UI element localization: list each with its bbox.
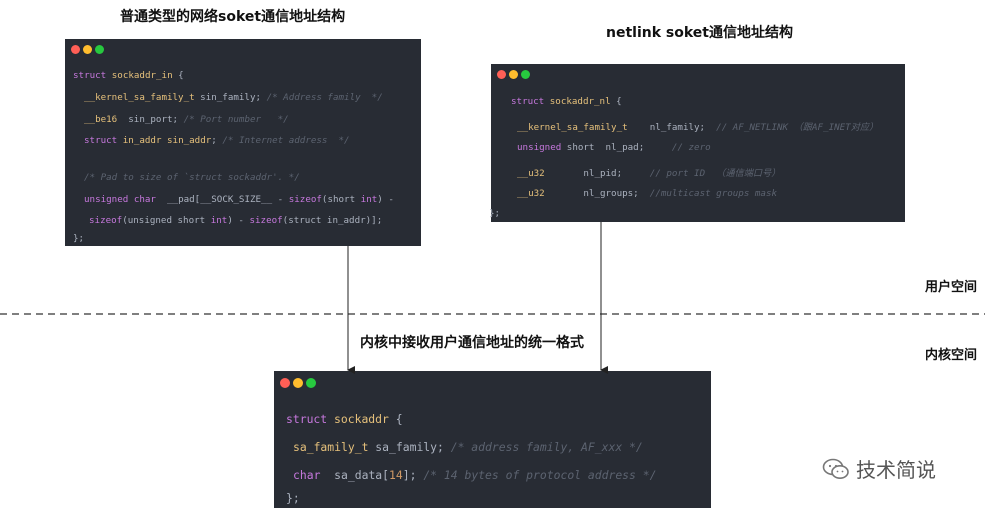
code-line: __be16 sin_port; /* Port number */ (84, 114, 289, 125)
watermark: 技术简说 (822, 454, 936, 483)
code-window-sockaddr-in: struct sockaddr_in { __kernel_sa_family_… (65, 39, 421, 246)
minimize-dot-icon (293, 378, 303, 388)
minimize-dot-icon (509, 70, 518, 79)
kernel-space-label: 内核空间 (925, 348, 978, 363)
code-line: __kernel_sa_family_t sin_family; /* Addr… (84, 92, 383, 103)
maximize-dot-icon (306, 378, 316, 388)
code-window-sockaddr: struct sockaddr { sa_family_t sa_family;… (274, 371, 711, 508)
maximize-dot-icon (521, 70, 530, 79)
close-dot-icon (71, 45, 80, 54)
code-line: __u32 nl_pid; // port ID （通信端口号） (517, 168, 781, 179)
user-space-label: 用户空间 (925, 280, 978, 295)
watermark-text: 技术简说 (856, 458, 936, 482)
window-controls (280, 377, 319, 388)
minimize-dot-icon (83, 45, 92, 54)
code-line: unsigned short nl_pad; // zero (517, 142, 711, 153)
code-line: struct sockaddr { (286, 412, 403, 426)
code-line: /* Pad to size of `struct sockaddr'. */ (84, 172, 300, 183)
code-line: struct sockaddr_nl { (511, 96, 622, 107)
code-line: }; (286, 491, 300, 505)
code-window-sockaddr-nl: struct sockaddr_nl { __kernel_sa_family_… (489, 64, 905, 222)
close-dot-icon (497, 70, 506, 79)
code-line: struct sockaddr_in { (73, 70, 184, 81)
caption-netlink-socket-address: netlink soket通信地址结构 (606, 25, 793, 41)
code-line: sa_family_t sa_family; /* address family… (293, 440, 643, 454)
caption-normal-socket-address: 普通类型的网络soket通信地址结构 (120, 9, 346, 25)
code-line: }; (73, 233, 85, 244)
code-line: }; (489, 208, 501, 219)
code-line: struct in_addr sin_addr; /* Internet add… (84, 135, 350, 146)
maximize-dot-icon (95, 45, 104, 54)
window-controls (71, 45, 107, 55)
caption-unified-kernel-format: 内核中接收用户通信地址的统一格式 (360, 335, 584, 351)
code-line: unsigned char __pad[__SOCK_SIZE__ - size… (84, 194, 394, 205)
code-line: __u32 nl_groups; //multicast groups mask (517, 188, 778, 199)
code-line: __kernel_sa_family_t nl_family; // AF_NE… (517, 122, 879, 133)
window-controls (497, 70, 533, 80)
wechat-icon (822, 458, 849, 479)
code-line: char sa_data[14]; /* 14 bytes of protoco… (293, 468, 657, 482)
close-dot-icon (280, 378, 290, 388)
code-line: sizeof(unsigned short int) - sizeof(stru… (89, 215, 383, 226)
